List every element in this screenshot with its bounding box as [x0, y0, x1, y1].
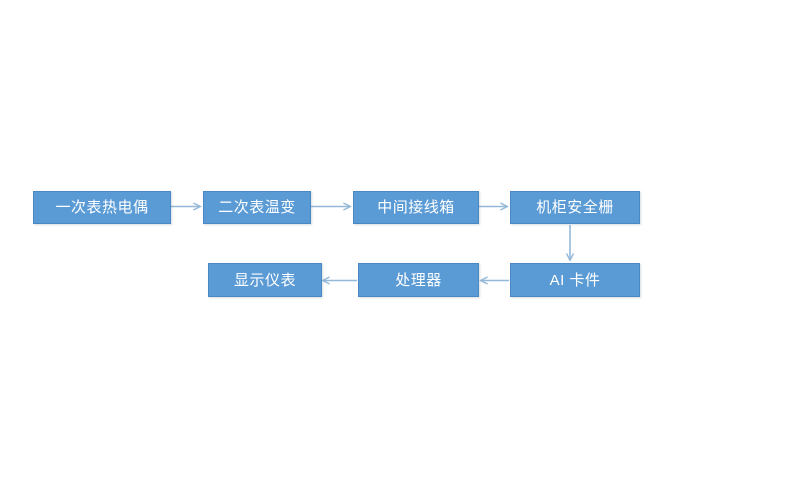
- node-label: AI 卡件: [549, 271, 601, 289]
- node-primary-thermocouple[interactable]: 一次表热电偶: [33, 191, 171, 224]
- node-label: 处理器: [395, 271, 442, 289]
- node-secondary-transmitter[interactable]: 二次表温变: [203, 191, 311, 224]
- node-label: 二次表温变: [218, 199, 296, 216]
- node-label: 一次表热电偶: [55, 199, 149, 216]
- node-ai-card[interactable]: AI 卡件: [510, 263, 640, 297]
- node-label: 机柜安全栅: [536, 199, 614, 216]
- node-display-instrument[interactable]: 显示仪表: [208, 263, 322, 297]
- node-cabinet-safety-barrier[interactable]: 机柜安全栅: [510, 191, 640, 224]
- node-label: 中间接线箱: [377, 199, 455, 216]
- node-label: 显示仪表: [233, 271, 296, 289]
- node-junction-box[interactable]: 中间接线箱: [353, 191, 479, 224]
- node-processor[interactable]: 处理器: [358, 263, 479, 297]
